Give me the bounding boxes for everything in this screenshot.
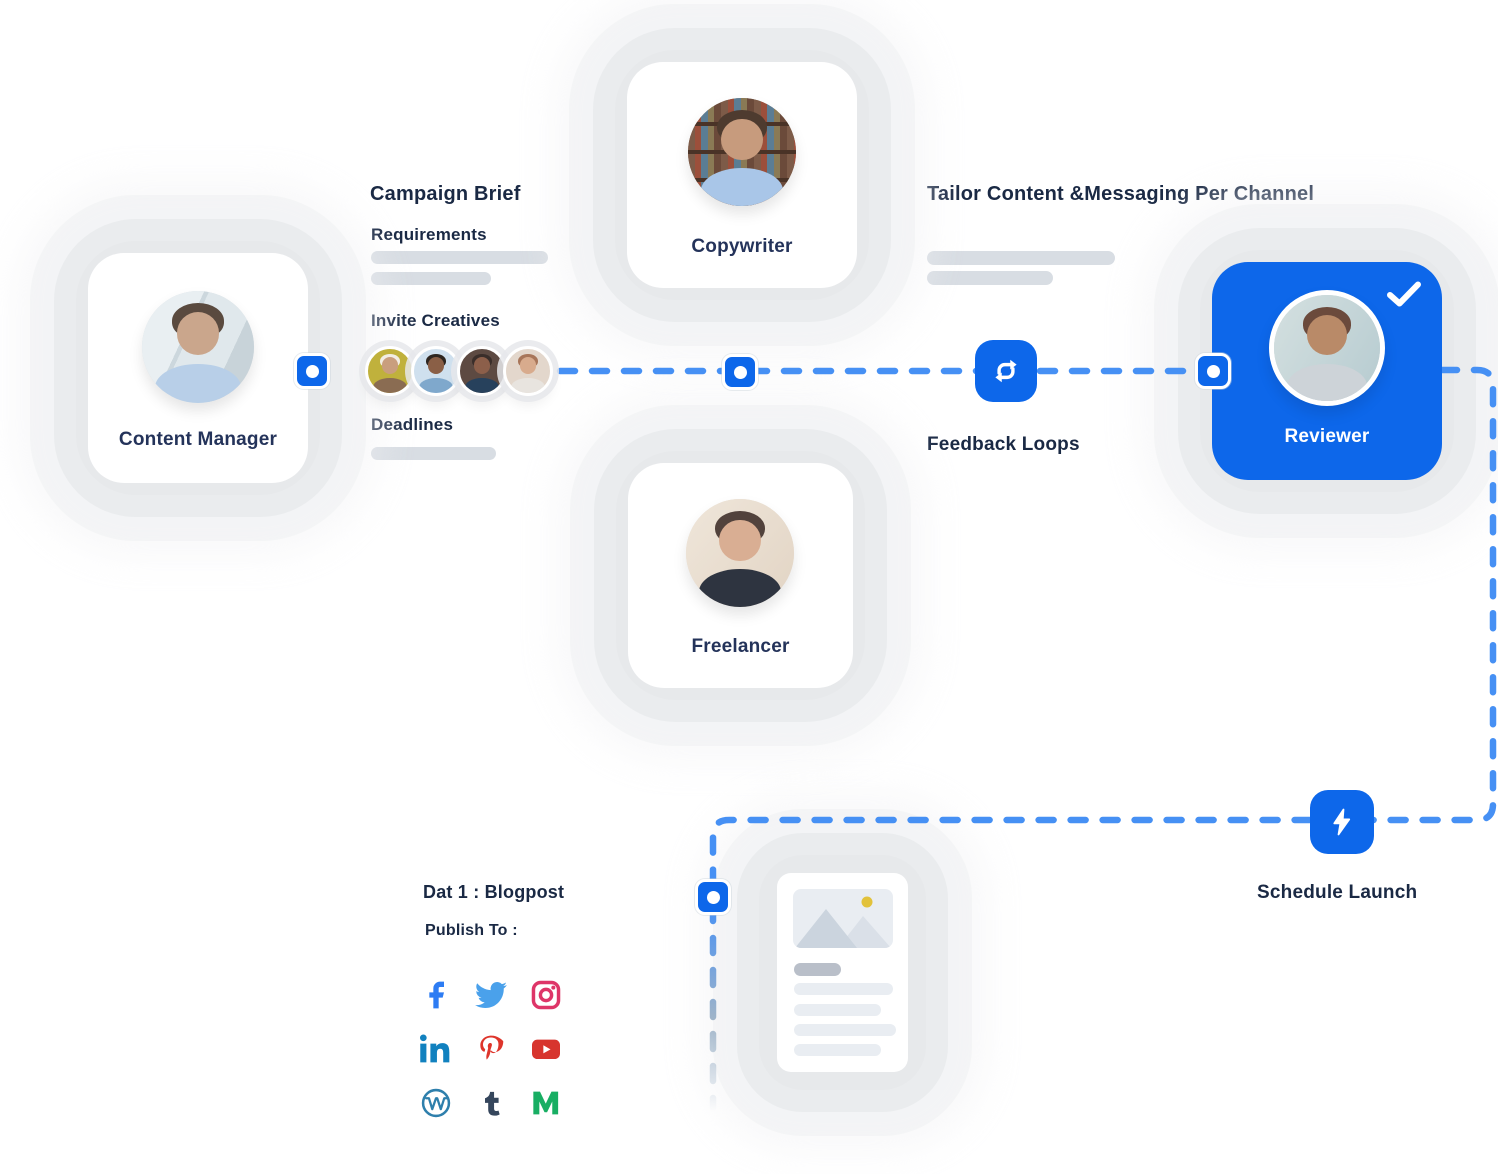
reviewer-photo (1269, 290, 1385, 406)
freelancer-label: Freelancer (691, 636, 790, 657)
copywriter-label: Copywriter (691, 236, 793, 257)
mountain-icon (795, 896, 891, 948)
freelancer-card: Freelancer (628, 463, 853, 688)
content-manager-label: Content Manager (118, 429, 278, 450)
campaign-brief-title: Campaign Brief (370, 183, 521, 205)
tailor-bar (927, 251, 1115, 265)
lightning-icon (1310, 790, 1374, 854)
connector-node-blogpost (695, 879, 731, 915)
deadlines-bar (371, 447, 496, 460)
blogpost-preview-card (777, 873, 908, 1072)
preview-text-bar (794, 983, 893, 995)
schedule-launch-label: Schedule Launch (1257, 882, 1418, 903)
sun-icon (861, 896, 873, 908)
connector-node-copywriter (722, 354, 758, 390)
creative-avatar (457, 346, 507, 396)
tailor-title: Tailor Content &Messaging Per Channel (927, 183, 1315, 205)
reviewer-label: Reviewer (1284, 426, 1370, 447)
copywriter-card: Copywriter (627, 62, 857, 288)
creative-avatar (411, 346, 461, 396)
requirements-label: Requirements (371, 225, 487, 244)
invite-creatives-label: Invite Creatives (371, 311, 500, 330)
image-placeholder (793, 889, 893, 948)
pinterest-icon[interactable] (475, 1033, 507, 1065)
preview-text-bar (794, 1004, 881, 1016)
requirements-bar (371, 251, 548, 264)
preview-text-bar (794, 1024, 896, 1036)
check-icon (1387, 281, 1421, 307)
creative-avatar (365, 346, 415, 396)
deadlines-label: Deadlines (371, 415, 454, 434)
facebook-icon[interactable] (420, 979, 452, 1011)
content-manager-card: Content Manager (88, 253, 308, 483)
copywriter-photo (688, 98, 796, 206)
sync-icon (975, 340, 1037, 402)
freelancer-photo (686, 499, 794, 607)
wordpress-icon[interactable] (420, 1087, 452, 1119)
connector-node-content-manager (294, 353, 330, 389)
tumblr-icon[interactable] (475, 1087, 507, 1119)
content-manager-photo (142, 291, 254, 403)
linkedin-icon[interactable] (420, 1033, 452, 1065)
reviewer-card: Reviewer (1212, 262, 1442, 480)
instagram-icon[interactable] (530, 979, 562, 1011)
twitter-icon[interactable] (475, 979, 507, 1011)
preview-title-bar (794, 963, 841, 976)
publish-to-label: Publish To : (425, 922, 518, 939)
publish-platforms (420, 979, 562, 1119)
blogpost-day-title: Dat 1 : Blogpost (423, 882, 565, 902)
medium-icon[interactable] (530, 1087, 562, 1119)
youtube-icon[interactable] (530, 1033, 562, 1065)
preview-text-bar (794, 1044, 881, 1056)
tailor-bar (927, 271, 1053, 285)
creative-avatar (503, 346, 553, 396)
connector-node-reviewer (1195, 353, 1231, 389)
feedback-loops-label: Feedback Loops (927, 434, 1080, 455)
requirements-bar (371, 272, 491, 285)
